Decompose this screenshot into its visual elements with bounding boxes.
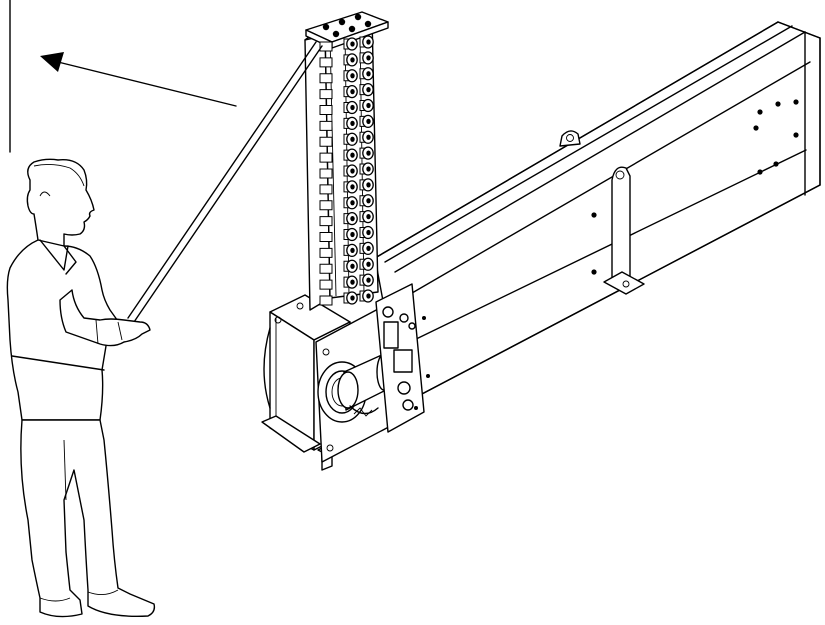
roller (343, 227, 358, 242)
roller-pair (319, 225, 374, 242)
support-bracket (603, 166, 645, 295)
roller (359, 289, 374, 303)
roller-pair (319, 67, 374, 84)
roller (343, 180, 358, 194)
roller (343, 100, 358, 115)
roller (359, 257, 374, 271)
roller (343, 53, 358, 67)
roller (359, 273, 374, 287)
roller-pair (319, 146, 374, 163)
roller (343, 148, 358, 162)
roller (359, 51, 374, 65)
beam-housing (374, 21, 821, 396)
roller (343, 259, 358, 273)
roller (359, 178, 374, 192)
operator-legs (20, 419, 156, 618)
roller (343, 211, 358, 226)
roller (343, 84, 358, 99)
roller (343, 291, 358, 305)
roller-pair (319, 162, 374, 179)
roller (359, 98, 374, 113)
roller-pair (319, 114, 374, 131)
roller (359, 82, 374, 97)
roller (359, 209, 374, 224)
roller (359, 194, 374, 208)
roller (359, 114, 374, 129)
beam-bolt-holes (591, 99, 799, 275)
roller-pair (319, 257, 374, 274)
roller-pair (319, 241, 374, 258)
roller-pair (319, 35, 374, 52)
side-plate (375, 283, 430, 433)
roller (343, 37, 358, 51)
left-arrow-icon (40, 52, 237, 107)
roller (359, 146, 374, 160)
roller-pair (319, 130, 374, 147)
roller (343, 196, 358, 210)
roller-pair (319, 98, 374, 115)
motor-shaft (337, 353, 392, 411)
roller (359, 130, 374, 144)
roller (343, 275, 358, 289)
roller (359, 241, 374, 256)
roller-pair (319, 273, 374, 290)
roller (343, 116, 358, 131)
roller-pair (319, 194, 374, 211)
operator-figure (6, 158, 156, 618)
lifting-lug (559, 130, 581, 147)
roller (359, 35, 374, 49)
roller-pair (319, 209, 374, 227)
roller-pair (319, 51, 374, 68)
roller-pair (319, 178, 374, 195)
roller (359, 225, 374, 240)
pull-cord (127, 41, 323, 323)
roller-pair (319, 82, 374, 100)
roller-pair (319, 289, 374, 306)
roller-stack (319, 35, 374, 306)
operator-head (26, 158, 95, 247)
roller (343, 132, 358, 146)
roller (343, 69, 358, 83)
roller (343, 164, 358, 178)
roller (343, 243, 358, 258)
operator-arm (59, 289, 151, 347)
roller (359, 67, 374, 81)
roller (359, 162, 374, 176)
